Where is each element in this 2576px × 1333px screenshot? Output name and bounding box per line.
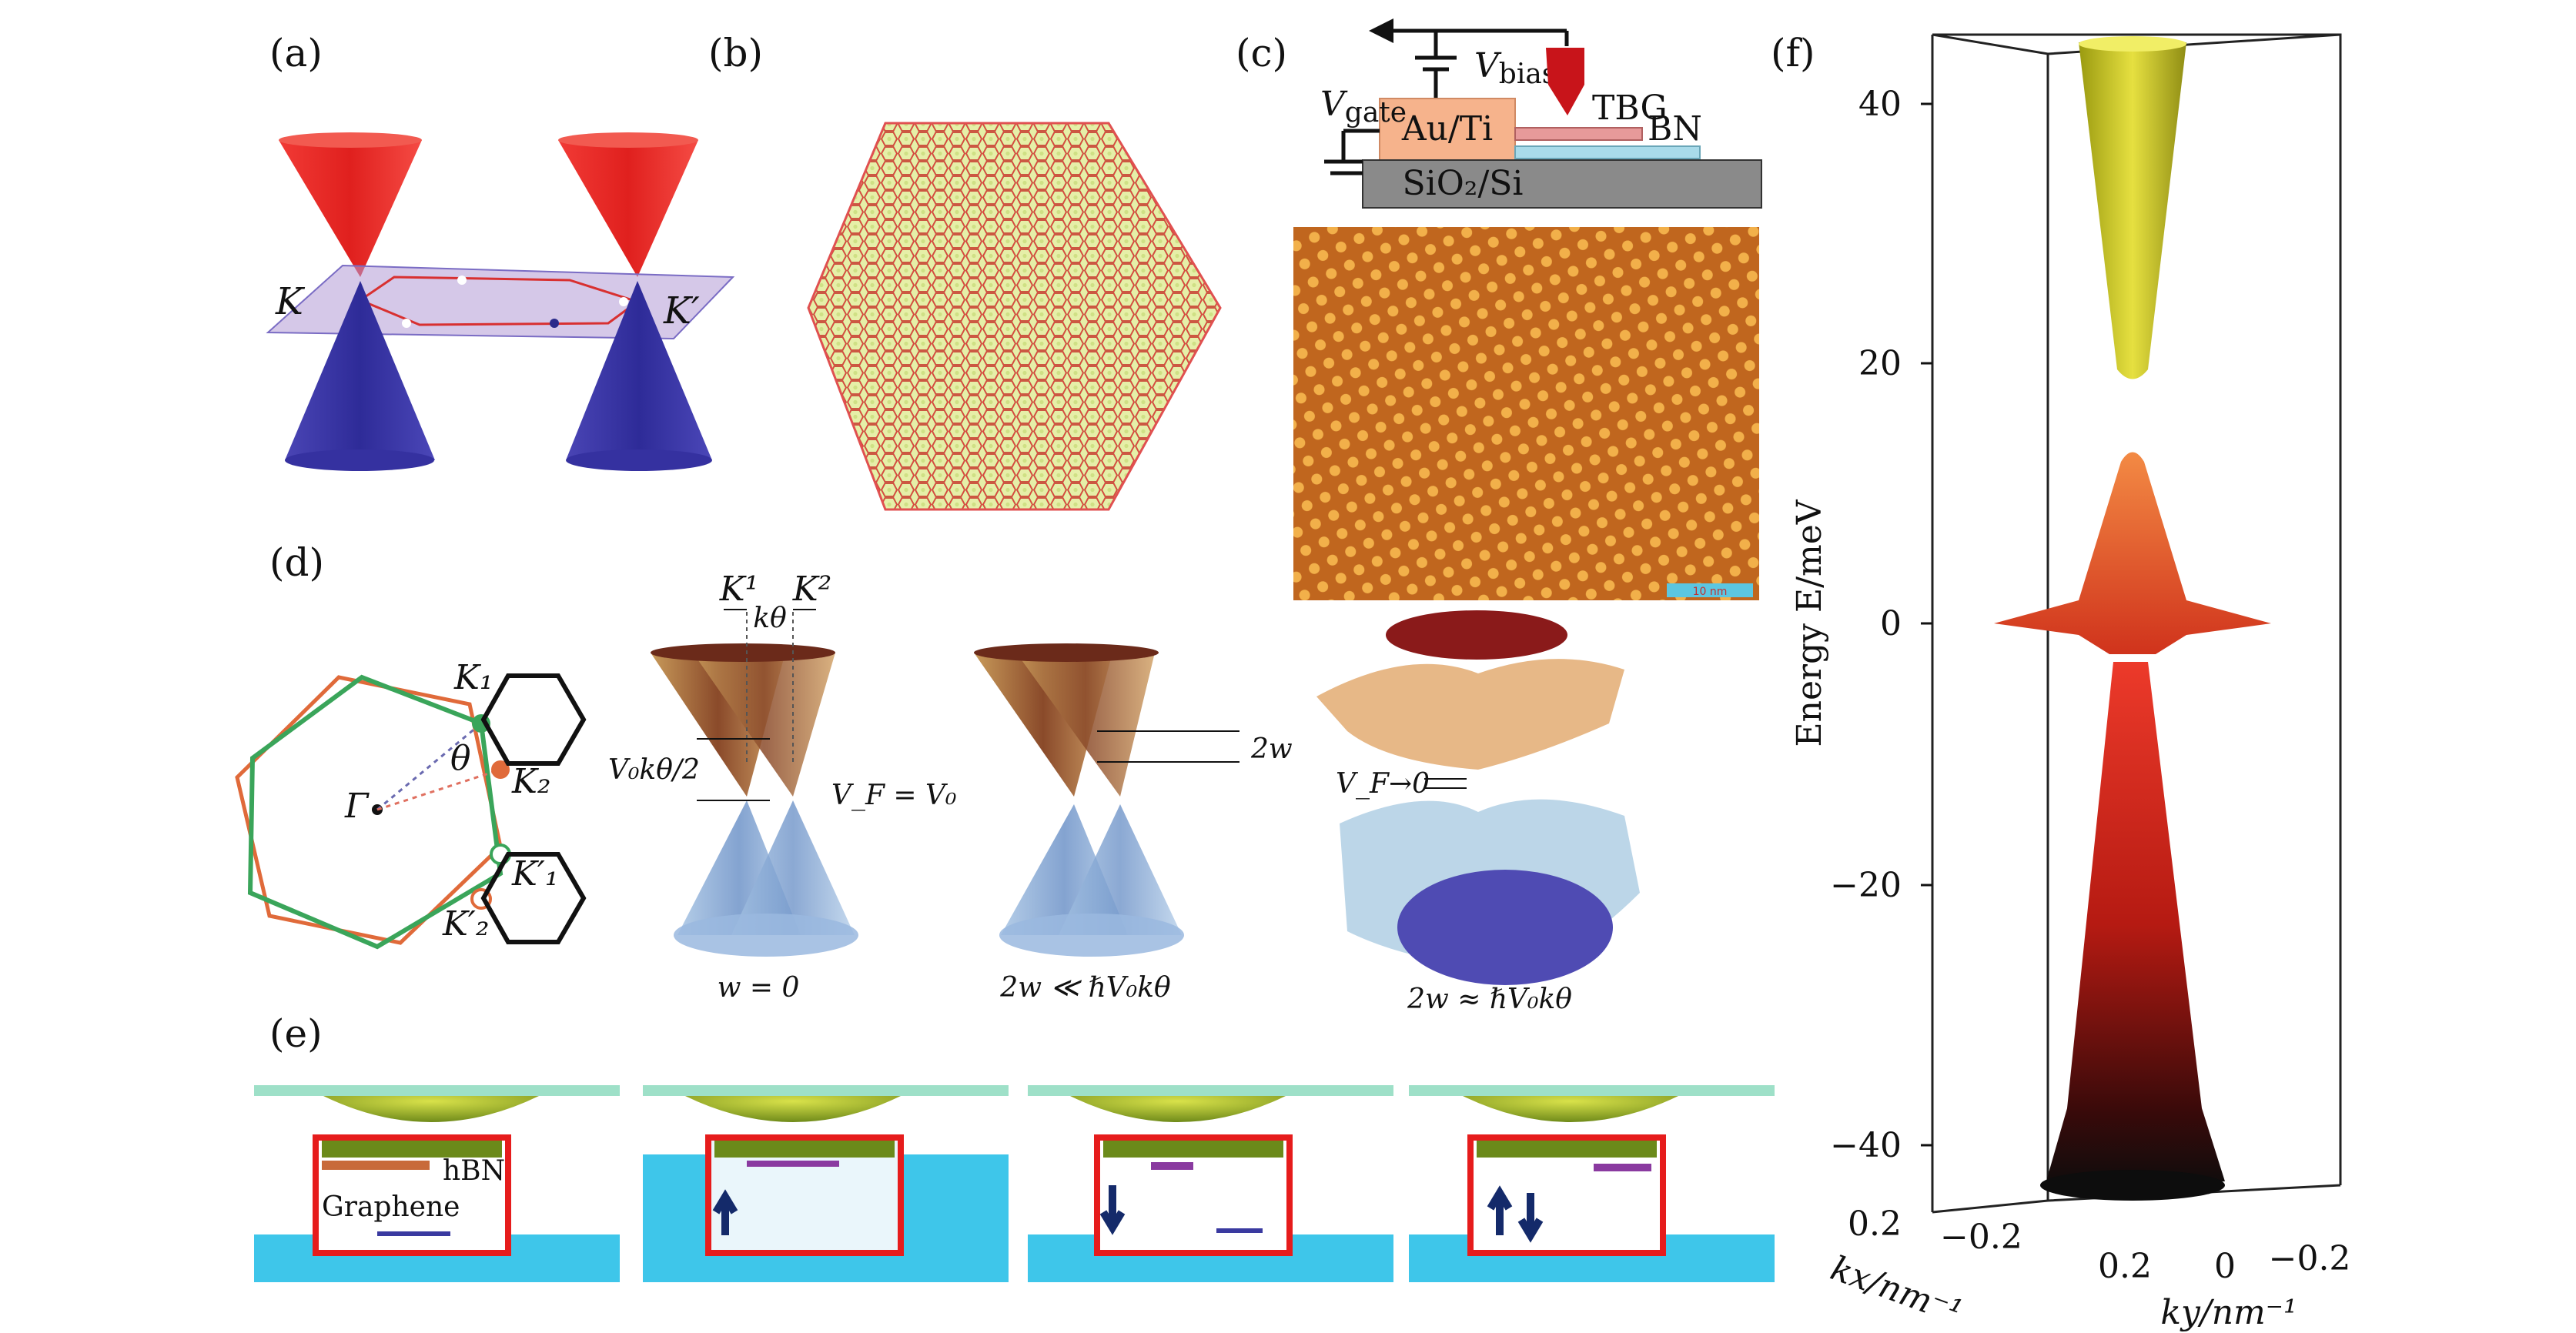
v0ktheta-label: V₀kθ/2 <box>608 754 700 786</box>
panel-b: (b) <box>708 31 1222 511</box>
ky-tick-label: −0.2 <box>2269 1239 2351 1278</box>
lower-band-surface <box>2044 662 2225 1189</box>
y-tick-label: −20 <box>1830 866 1902 905</box>
energy-axis: 40 20 0 −20 −40 Energy E/meV <box>1790 85 1932 1165</box>
k1-label: K₁ <box>453 658 493 697</box>
auti-label: Au/Ti <box>1401 109 1493 149</box>
lower-cone-kp-rim <box>566 449 712 471</box>
panel-e: (e) hBN Graphene <box>254 1011 1775 1282</box>
gamma-label: Γ <box>344 787 370 826</box>
lower-cone-kp <box>566 281 712 460</box>
bn-layer <box>1514 145 1701 159</box>
bz-point <box>457 276 467 285</box>
tbg-label: TBG <box>1592 89 1668 128</box>
down-arrow-icon <box>1099 1185 1126 1235</box>
bz-point <box>619 297 628 306</box>
sio2-label: SiO₂/Si <box>1403 164 1524 203</box>
upper-cone-k <box>279 140 422 277</box>
panel-c-label: (c) <box>1236 31 1287 75</box>
flat-band-surface <box>1994 452 2271 654</box>
y-tick-label: 0 <box>1880 604 1902 643</box>
upper-cone-k-rim <box>279 132 422 148</box>
upper-cone-kp-rim <box>558 132 698 148</box>
cone-set-magic: V_F→0 2w ≈ ℏV₀kθ <box>1316 610 1640 1015</box>
upper-band-surface <box>2079 42 2186 379</box>
up-arrow-icon <box>1487 1185 1513 1235</box>
bz-point <box>550 319 559 328</box>
gate-frame-3 <box>1028 1085 1393 1282</box>
ky-tick-label: 0.2 <box>2098 1247 2152 1286</box>
sio2-substrate <box>1362 159 1762 209</box>
stm-image <box>1293 227 1759 600</box>
cone-set-w0: K¹ K² kθ V₀kθ/2 V_F = V₀ w = 0 <box>608 570 956 1004</box>
lower-band-bottom <box>1397 870 1613 985</box>
vgate-label: Vgate <box>1320 85 1407 129</box>
kp-point-label: K′ <box>663 289 700 332</box>
kx-tick-label: −0.2 <box>1940 1218 2022 1257</box>
hbn-label: hBN <box>443 1155 505 1187</box>
gate-frame-1: hBN Graphene <box>254 1085 620 1282</box>
down-arrow-icon <box>1517 1193 1544 1243</box>
kx-axis-title: kx/nm⁻¹ <box>1825 1248 1967 1332</box>
ktheta-label: kθ <box>753 603 787 634</box>
ky-axis-title: ky/nm⁻¹ <box>2160 1293 2297 1332</box>
upper-cone-kp <box>558 140 698 277</box>
panel-d-label: (d) <box>269 540 324 585</box>
flat-band-upper <box>1316 659 1624 770</box>
ground-arrow-icon <box>1369 18 1393 43</box>
panel-c: (c) Vbias Au/Ti TBG BN SiO₂/Si Vgate 10 … <box>1236 18 1762 600</box>
panel-d: (d) Γ θ K₁ K₂ K′₁ K′₂ K¹ <box>235 540 1640 1015</box>
vf-label: V_F = V₀ <box>831 780 956 811</box>
scale-bar-label: 10 nm <box>1693 586 1728 598</box>
panel-a: (a) K K′ <box>266 31 735 471</box>
lower-cone-k <box>285 281 435 460</box>
k2p-label: K′₂ <box>442 904 490 944</box>
gate-frame-2 <box>643 1085 1009 1282</box>
kx-tick-label: 0.2 <box>1848 1204 1902 1244</box>
y-tick-label: 40 <box>1858 85 1902 124</box>
panel-f-label: (f) <box>1771 31 1815 75</box>
vbias-label: Vbias <box>1474 46 1556 90</box>
mbz-hexagon-bottom <box>480 852 587 944</box>
tbg-layer <box>1514 127 1643 141</box>
gate-frame-4 <box>1409 1085 1775 1282</box>
theta-label: θ <box>450 739 471 778</box>
panel-e-label: (e) <box>269 1011 323 1056</box>
k2-label: K₂ <box>511 762 551 801</box>
moire-lattice-edge <box>807 122 1222 511</box>
ky-tick-label: 0 <box>2214 1247 2236 1286</box>
caption-w0: w = 0 <box>718 972 800 1004</box>
k2-point <box>491 760 510 779</box>
lower-cone-k-rim <box>285 449 434 471</box>
graphene-label: Graphene <box>322 1191 460 1223</box>
k-upper2-label: K² <box>792 570 832 609</box>
k1p-label: K′₁ <box>511 854 559 894</box>
stm-tip-icon <box>1546 48 1584 115</box>
mbz-hexagon-top <box>480 673 587 766</box>
energy-axis-title: Energy E/meV <box>1790 499 1829 747</box>
caption-small-w: 2w ≪ ℏV₀kθ <box>999 972 1171 1004</box>
cone-set-small-w: 2w 2w ≪ ℏV₀kθ <box>974 643 1293 1004</box>
panel-f: (f) 40 20 0 −20 −40 Energy E/meV <box>1771 31 2350 1332</box>
vf0-label: V_F→0 <box>1336 768 1430 800</box>
bz-point <box>402 319 411 328</box>
k-point-label: K <box>275 280 306 323</box>
bn-label: BN <box>1648 109 1702 149</box>
2w-label: 2w <box>1250 733 1293 765</box>
caption-magic: 2w ≈ ℏV₀kθ <box>1407 984 1572 1015</box>
panel-b-label: (b) <box>708 31 763 75</box>
panel-a-label: (a) <box>269 31 323 75</box>
scale-bar <box>1667 583 1753 597</box>
y-tick-label: −40 <box>1830 1126 1902 1165</box>
bz-hexagon-layer2 <box>235 675 503 945</box>
k-upper1-label: K¹ <box>719 570 759 609</box>
upper-band-top <box>1386 610 1567 660</box>
y-tick-label: 20 <box>1858 344 1902 383</box>
up-arrow-icon <box>712 1189 738 1235</box>
